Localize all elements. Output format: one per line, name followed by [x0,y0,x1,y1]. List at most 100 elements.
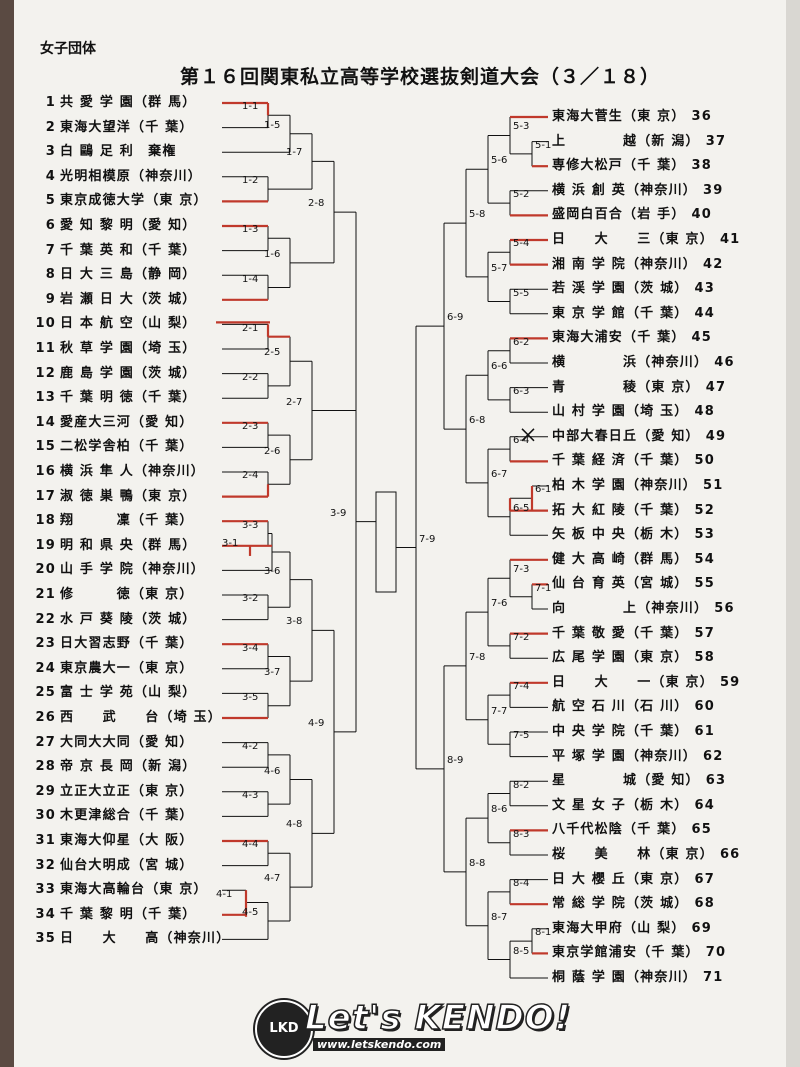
match-label: 8-8 [469,857,486,869]
team-entry: 八千代松陰（千 葉）65 [552,818,720,842]
bracket-sheet [14,0,786,1067]
bracket-line [521,428,535,442]
team-number: 44 [694,305,716,321]
team-name: 東海大望洋（千 葉） [60,119,194,135]
team-entry: 湘 南 学 院（神奈川）42 [552,253,731,277]
team-entry: 山 村 学 園（埼 玉） 48 [552,400,723,424]
team-name: 東海大仰星（大 阪） [60,833,194,848]
team-name: 桐 蔭 学 園（神奈川） [552,970,697,985]
team-number: 1 [45,95,56,110]
team-name: 上 越（新 潟） [552,133,700,149]
team-number: 64 [694,797,716,813]
team-number: 29 [35,783,56,799]
match-label: 4-4 [242,839,259,851]
team-number: 16 [35,464,56,479]
match-label: 1-6 [264,248,281,260]
team-number: 48 [694,404,716,420]
team-number: 5 [45,193,56,209]
team-entry: 日 大 櫻 丘（東 京）67 [552,868,723,892]
match-label: 6-1 [535,484,552,496]
match-label: 5-6 [491,155,508,167]
team-number: 61 [694,724,716,739]
match-label: 6-4 [513,435,530,447]
team-name: 桜 美 林（東 京） [552,847,714,862]
team-entry: 若 渓 学 園（茨 城）43 [552,277,723,301]
team-name: 仙 台 育 英（宮 城） [552,576,689,592]
match-label: 3-6 [264,565,281,577]
team-name: 広 尾 学 園（東 京） [552,650,689,666]
team-name: 日 大 高（神奈川） [60,931,231,947]
team-entry: 常 総 学 院（茨 城）68 [552,892,723,916]
team-entry: 矢 板 中 央（栃 木）53 [552,523,723,547]
team-entry: 横 浜（神奈川）46 [552,351,742,375]
team-number: 66 [719,847,741,862]
team-number: 68 [694,896,716,912]
team-number: 33 [35,882,56,898]
team-name: 愛 知 黎 明（愛 知） [60,218,197,233]
team-name: 矢 板 中 央（栃 木） [552,527,689,543]
logo-text: Let's KENDO! [304,997,572,1039]
team-number: 36 [691,109,713,124]
team-number: 58 [694,650,716,666]
team-name: 健 大 高 崎（群 馬） [552,551,689,567]
match-label: 8-6 [491,804,508,816]
team-name: 山 村 学 園（埼 玉） [552,404,689,420]
team-number: 54 [694,551,716,567]
team-number: 42 [702,256,724,272]
team-name: 平 塚 学 園（神奈川） [552,748,697,764]
team-entry: 桜 美 林（東 京） 66 [552,843,748,867]
team-number: 69 [691,920,713,936]
match-label: 2-4 [242,470,259,482]
match-label: 7-4 [513,681,530,693]
match-label: 3-1 [222,537,239,549]
team-name: 文 星 女 子（栃 木） [552,797,689,813]
team-number: 18 [35,513,56,529]
match-label: 3-9 [330,507,347,519]
team-name: 鹿 島 学 園（茨 城） [60,365,197,381]
team-name: 光明相模原（神奈川） [60,168,203,184]
team-number: 50 [694,453,716,469]
team-number: 2 [45,119,56,135]
match-label: 4-9 [308,717,325,729]
team-number: 15 [35,439,56,455]
team-number: 23 [35,636,56,652]
team-number: 9 [45,291,56,307]
team-number: 59 [719,674,741,690]
team-name: 木更津総合（千 葉） [60,808,194,824]
team-name: 日 大 櫻 丘（東 京） [552,871,689,887]
match-label: 4-3 [242,790,259,802]
match-label: 6-6 [491,361,508,373]
match-label: 6-7 [491,468,508,480]
team-entry: 日 大 一（東 京）59 [552,671,748,695]
team-entry: 中 央 学 院（千 葉）61 [552,720,723,744]
lets-kendo-logo: LKD Let's KENDO! www.letskendo.com [255,994,571,1060]
team-name: 東海大甲府（山 梨） [552,920,686,936]
team-number: 21 [35,587,56,602]
team-name: 秋 草 学 園（埼 玉） [60,341,197,356]
match-label: 8-7 [491,911,508,923]
team-name: 横 浜（神奈川） [552,355,709,370]
team-name: 千 葉 経 済（千 葉） [552,453,689,469]
match-label: 3-5 [242,691,259,703]
team-name: 東海大菅生（東 京） [552,109,686,124]
match-label: 2-7 [286,396,303,408]
team-entry: 健 大 高 崎（群 馬） 54 [552,548,723,572]
team-entry: 桐 蔭 学 園（神奈川）71 [552,966,731,990]
team-number: 38 [691,158,713,174]
team-name: 日大習志野（千 葉） [60,636,194,652]
team-name: 星 城（愛 知） [552,773,700,789]
team-number: 52 [694,502,716,518]
team-entry: 千 葉 経 済（千 葉） 50 [552,449,723,473]
